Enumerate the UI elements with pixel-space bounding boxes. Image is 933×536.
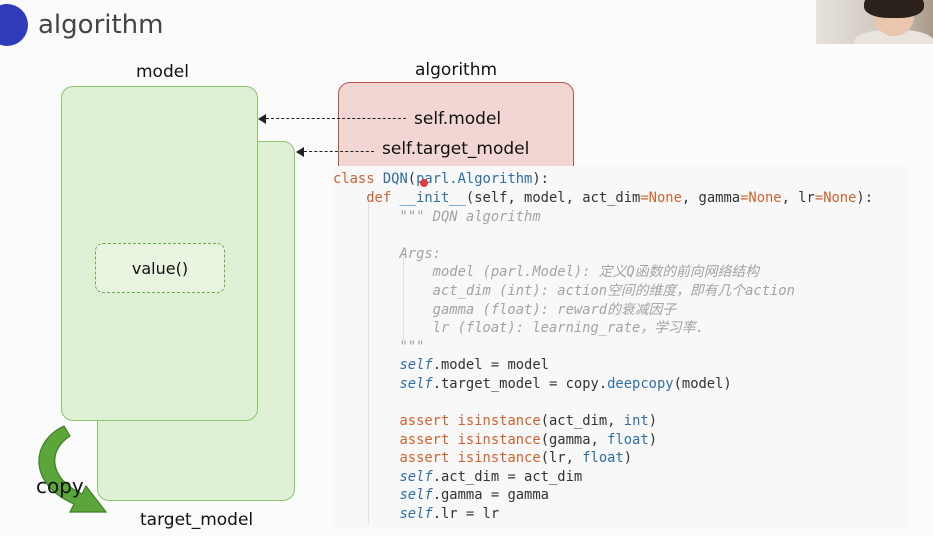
title-bullet-icon xyxy=(0,4,28,46)
code-line: def __init__(self, model, act_dim=None, … xyxy=(333,190,874,206)
presenter-hair xyxy=(864,0,924,18)
code-line: self.lr = lr xyxy=(399,506,500,522)
arrow-head-icon xyxy=(296,146,304,157)
code-line: self.gamma = gamma xyxy=(399,487,549,503)
copy-arrow-icon xyxy=(38,425,108,513)
code-line: lr (float): learning_rate，学习率. xyxy=(333,320,704,336)
webcam-overlay xyxy=(816,0,933,44)
model-label: model xyxy=(136,62,189,82)
code-line: gamma (float): reward的衰减因子 xyxy=(333,302,677,318)
code-line: self.model = model xyxy=(399,357,549,373)
code-line: model (parl.Model): 定义Q函数的前向网络结构 xyxy=(333,264,759,280)
self-target-model-arrow xyxy=(296,146,374,157)
code-line: self.target_model = copy.deepcopy(model) xyxy=(399,376,732,392)
code-line: act_dim (int): action空间的维度，即有几个action xyxy=(333,283,795,299)
self-model-arrow xyxy=(258,113,406,124)
presenter-shoulders xyxy=(854,30,933,44)
indent-guide xyxy=(368,194,369,524)
code-line: assert isinstance(act_dim, int) xyxy=(399,413,657,429)
pointer-cursor-icon xyxy=(420,179,428,187)
self-target-model-label: self.target_model xyxy=(382,139,530,159)
code-line: assert isinstance(lr, float) xyxy=(399,450,633,466)
algorithm-label: algorithm xyxy=(415,60,498,80)
code-line: self.act_dim = act_dim xyxy=(399,469,583,485)
indent-guide xyxy=(403,250,404,340)
code-line: Args: xyxy=(333,246,441,262)
code-panel: class DQN(parl.Algorithm): def __init__(… xyxy=(333,166,910,528)
value-label: value() xyxy=(131,258,189,278)
target-model-label: target_model xyxy=(140,510,254,530)
slide-title: algorithm xyxy=(38,10,164,40)
code-line: class DQN(parl.Algorithm): xyxy=(333,171,549,187)
arrow-head-icon xyxy=(258,113,266,124)
self-model-label: self.model xyxy=(414,109,502,129)
value-function-box: value() xyxy=(95,243,225,293)
copy-label: copy xyxy=(36,474,84,498)
code-line: """ xyxy=(333,339,425,355)
code-line: """ DQN algorithm xyxy=(333,209,541,225)
model-box xyxy=(61,86,258,421)
code-line: assert isinstance(gamma, float) xyxy=(399,432,657,448)
